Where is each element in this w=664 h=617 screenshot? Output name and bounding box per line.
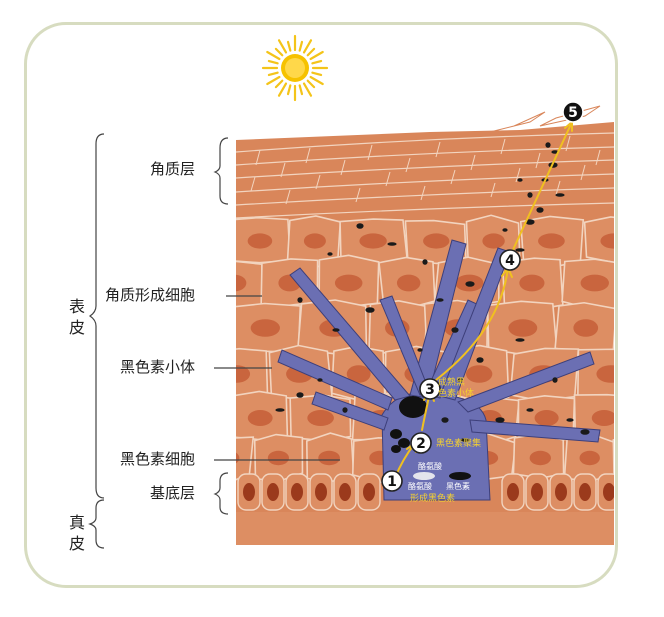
annotation-step-3: 成熟黑色素小体 [438, 378, 475, 399]
label-epidermis: 表皮 [68, 297, 85, 337]
layer-brackets [88, 133, 229, 549]
melanocyte [277, 239, 601, 501]
step-marker-2: 2 [410, 432, 432, 454]
step-number-1: 1 [387, 474, 397, 490]
annotation-sub-tyrosine: 酪氨酸 [408, 482, 432, 491]
basal-bracket [213, 472, 229, 515]
basal-layer [236, 473, 614, 545]
step-markers: 1 2 3 4 5 [381, 101, 584, 492]
label-melanosome: 黑色素小体 [120, 358, 196, 376]
mature-melanosome [399, 396, 427, 418]
step-marker-1: 1 [381, 470, 403, 492]
sun-icon [261, 34, 329, 102]
corneum-bracket [213, 137, 229, 205]
leader-lines [214, 295, 340, 461]
step-number-5: 5 [568, 105, 578, 121]
annotation-step-2: 黑色素聚集 [436, 439, 482, 449]
melanin-granule [449, 472, 471, 480]
step-marker-5: 5 [562, 101, 584, 123]
step-number-3: 3 [425, 382, 435, 398]
step-marker-3: 3 [419, 378, 441, 400]
step-marker-4: 4 [499, 249, 521, 271]
skin-block [236, 122, 614, 545]
dermis-bracket [88, 499, 105, 549]
label-keratinocyte: 角质形成细胞 [105, 286, 196, 304]
label-melanocyte: 黑色素细胞 [120, 450, 196, 468]
corneum-cell-dividers [250, 135, 601, 205]
step-number-2: 2 [416, 436, 426, 452]
melanin-granules [275, 142, 590, 442]
annotation-form-melanin: 形成黑色素 [410, 494, 456, 504]
tyrosine-granule [413, 472, 435, 480]
label-basal-layer: 基底层 [150, 484, 196, 502]
label-stratum-corneum: 角质层 [150, 160, 196, 178]
step-number-4: 4 [505, 253, 515, 269]
label-dermis: 真皮 [68, 513, 85, 553]
epidermis-bracket [88, 133, 105, 499]
annotation-tyrosine: 酪氨酸 [418, 462, 442, 471]
annotation-sub-melanin: 黑色素 [446, 482, 470, 491]
